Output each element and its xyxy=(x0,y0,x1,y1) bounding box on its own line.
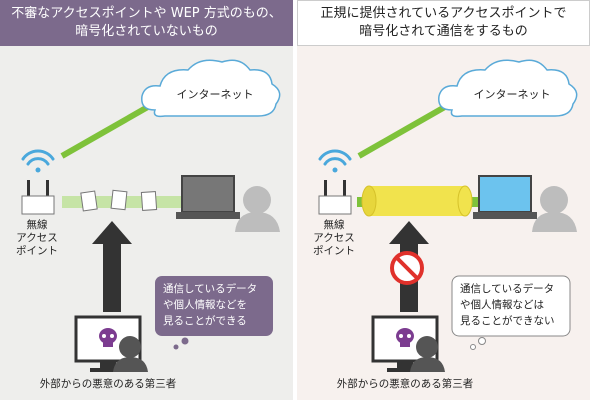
right-cloud-label: インターネット xyxy=(473,88,551,101)
left-attacker-label: 外部からの悪意のある第三者 xyxy=(39,378,177,390)
cloud-icon xyxy=(438,59,578,118)
skull-icon xyxy=(99,328,117,347)
right-title: 正規に提供されているアクセスポイントで 暗号化されて通信をするもの xyxy=(320,6,567,39)
person-icon xyxy=(235,186,280,232)
left-router-label: 無線 アクセス ポイント xyxy=(16,219,58,257)
internet-cable xyxy=(60,97,162,159)
arrow-up-icon xyxy=(92,221,132,312)
right-header: 正規に提供されているアクセスポイントで 暗号化されて通信をするもの xyxy=(297,0,590,46)
left-bubble-text: 通信しているデータ や個人情報などを 見ることができる xyxy=(163,283,258,327)
cloud-icon xyxy=(141,59,281,118)
person-icon xyxy=(532,186,577,232)
tunnel-icon xyxy=(361,185,473,217)
right-bubble-text: 通信しているデータ や個人情報などは 見ることができない xyxy=(460,283,555,327)
packet-icon xyxy=(80,189,158,212)
attacker-person-icon xyxy=(410,336,445,372)
right-scene xyxy=(318,59,578,372)
laptop-icon xyxy=(176,175,240,219)
left-scene xyxy=(21,59,281,372)
left-header: 不審なアクセスポイントや WEP 方式のもの、 暗号化されていないもの xyxy=(0,0,293,46)
wifi-icon xyxy=(21,149,55,173)
router-icon xyxy=(318,180,352,215)
left-panel: 不審なアクセスポイントや WEP 方式のもの、 暗号化されていないもの xyxy=(0,0,293,400)
thought-bubble xyxy=(451,275,571,350)
skull-icon xyxy=(396,328,414,347)
attacker-person-icon xyxy=(113,336,148,372)
right-router-label: 無線 アクセス ポイント xyxy=(313,219,355,257)
no-entry-icon xyxy=(390,251,424,285)
wifi-icon xyxy=(318,149,352,173)
left-title: 不審なアクセスポイントや WEP 方式のもの、 暗号化されていないもの xyxy=(11,6,282,39)
right-panel: 正規に提供されているアクセスポイントで 暗号化されて通信をするもの xyxy=(297,0,590,400)
thought-bubble xyxy=(155,276,273,350)
left-cloud-label: インターネット xyxy=(176,88,254,101)
internet-cable xyxy=(357,97,459,159)
right-attacker-label: 外部からの悪意のある第三者 xyxy=(336,378,474,390)
laptop-icon xyxy=(473,175,537,219)
router-icon xyxy=(21,180,55,215)
